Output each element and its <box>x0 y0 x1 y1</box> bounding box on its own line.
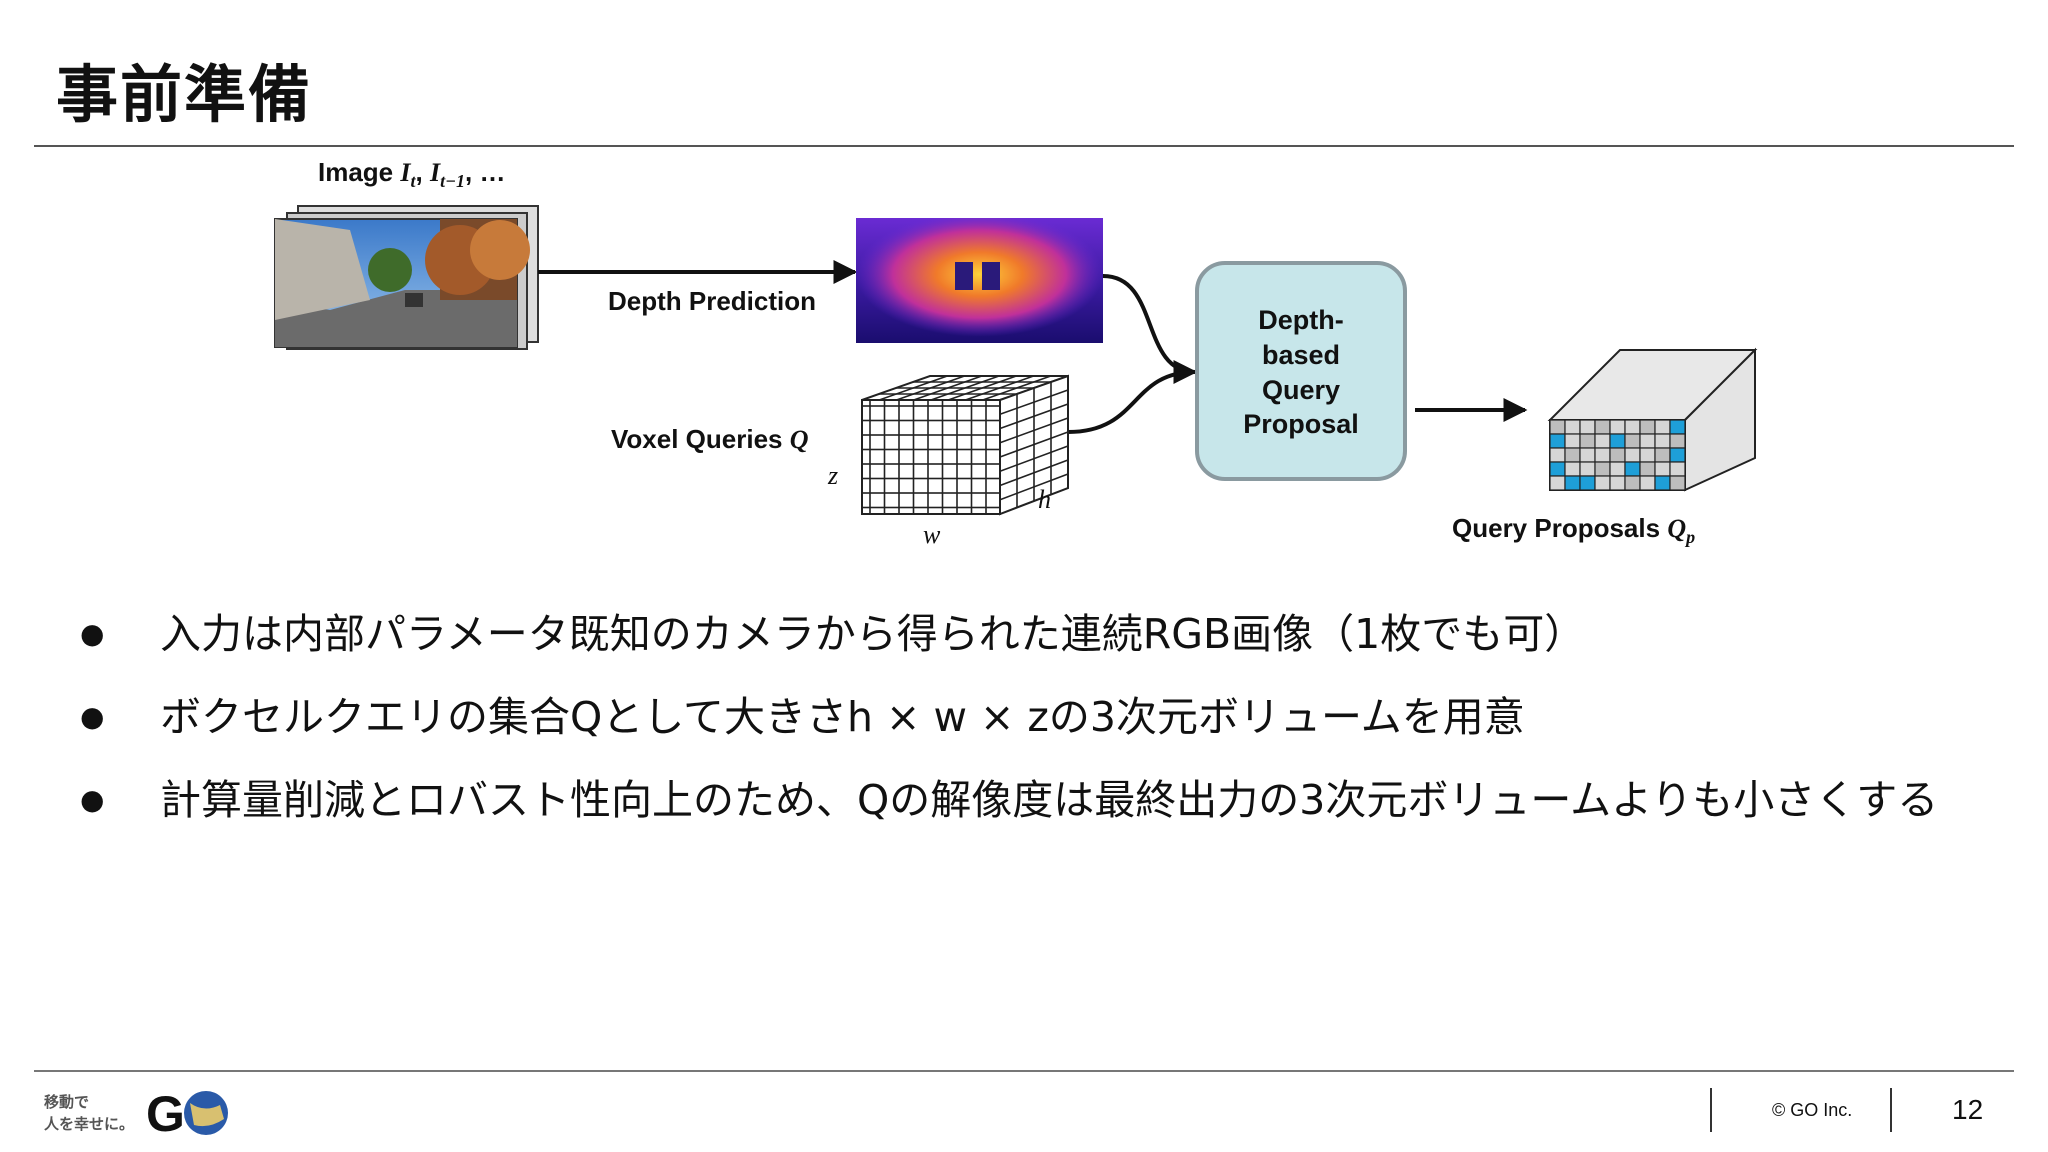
image-label: Image It, It−1, … <box>318 157 505 191</box>
logo-tagline-2: 人を幸せに。 <box>44 1115 134 1133</box>
proposal-voxel-cell <box>1594 461 1611 477</box>
proposal-voxel-cell <box>1564 475 1581 491</box>
query-proposals-label: Query Proposals Qp <box>1452 513 1695 547</box>
copyright: © GO Inc. <box>1772 1100 1853 1120</box>
proposal-voxel-cell <box>1609 461 1626 477</box>
arrow-depth-to-proposal <box>1102 274 1198 384</box>
proposal-voxel-cell <box>1624 447 1641 463</box>
bullet-item: ●ボクセルクエリの集合Qとして大きさh × w × zの3次元ボリュームを用意 <box>80 681 1938 764</box>
footer-divider <box>34 1070 2014 1072</box>
proposal-voxel-cell <box>1624 433 1641 449</box>
proposal-voxel-cell <box>1549 419 1566 435</box>
proposal-voxel-cell <box>1609 447 1626 463</box>
proposal-line-1: Depth- <box>1258 305 1343 335</box>
proposal-voxel-cell <box>1579 475 1596 491</box>
depth-map-image <box>856 218 1103 343</box>
proposal-voxel-cell <box>1594 475 1611 491</box>
proposal-voxel-cell <box>1654 433 1671 449</box>
proposal-voxel-cell <box>1594 433 1611 449</box>
proposal-voxel-cell <box>1624 461 1641 477</box>
voxel-queries-label: Voxel Queries Q <box>611 424 809 454</box>
proposal-voxel-cell <box>1654 461 1671 477</box>
proposal-voxel-cell <box>1669 447 1686 463</box>
footer-separator <box>1890 1088 1892 1132</box>
proposal-voxel-cell <box>1594 419 1611 435</box>
proposal-voxel-cell <box>1549 433 1566 449</box>
proposal-voxel-cell <box>1624 419 1641 435</box>
bullet-dot-icon: ● <box>80 700 105 733</box>
proposal-voxel-cell <box>1669 419 1686 435</box>
proposal-voxel-cell <box>1639 475 1656 491</box>
slide-title: 事前準備 <box>56 58 313 131</box>
proposal-voxel-cell <box>1639 433 1656 449</box>
proposal-voxel-cell <box>1564 447 1581 463</box>
bullet-item: ●入力は内部パラメータ既知のカメラから得られた連続RGB画像（1枚でも可） <box>80 598 1938 681</box>
dim-h-label: h <box>1038 485 1051 514</box>
query-proposals-cube <box>1547 347 1758 492</box>
title-divider <box>34 145 2014 147</box>
arrow-voxel-to-proposal <box>1067 370 1196 434</box>
page-number: 12 <box>1952 1094 1984 1125</box>
bullet-item: ●計算量削減とロバスト性向上のため、Qの解像度は最終出力の3次元ボリュームよりも… <box>80 764 1938 847</box>
depth-based-query-proposal-box <box>1195 261 1407 481</box>
proposal-voxel-cell <box>1639 447 1656 463</box>
proposal-voxel-cell <box>1549 461 1566 477</box>
proposal-voxel-cell <box>1549 447 1566 463</box>
proposal-voxel-cell <box>1669 433 1686 449</box>
logo-tagline-1: 移動で <box>44 1093 89 1111</box>
proposal-voxel-cell <box>1549 475 1566 491</box>
proposal-voxel-cell <box>1609 433 1626 449</box>
input-image-stack <box>274 205 539 350</box>
proposal-voxel-cell <box>1654 419 1671 435</box>
logo-wordmark: G <box>146 1086 185 1142</box>
pipeline-diagram: Image It, It−1, … Depth Prediction Voxel… <box>274 157 1758 549</box>
proposal-voxel-cell <box>1624 475 1641 491</box>
dim-z-label: z <box>827 461 838 490</box>
depth-prediction-label: Depth Prediction <box>608 286 816 316</box>
proposal-voxel-cell <box>1579 433 1596 449</box>
proposal-voxel-cell <box>1564 433 1581 449</box>
proposal-voxel-cell <box>1654 475 1671 491</box>
bullet-list: ●入力は内部パラメータ既知のカメラから得られた連続RGB画像（1枚でも可） ●ボ… <box>80 598 1938 847</box>
proposal-line-3: Query <box>1262 375 1340 405</box>
voxel-query-cube <box>861 374 1069 516</box>
proposal-voxel-cell <box>1609 419 1626 435</box>
proposal-voxel-cell <box>1594 447 1611 463</box>
proposal-line-4: Proposal <box>1243 409 1359 439</box>
bullet-dot-icon: ● <box>80 617 105 650</box>
proposal-voxel-cell <box>1654 447 1671 463</box>
dim-w-label: w <box>923 520 941 549</box>
proposal-voxel-cell <box>1639 461 1656 477</box>
proposal-voxel-cell <box>1564 461 1581 477</box>
proposal-voxel-cell <box>1669 461 1686 477</box>
footer-separator <box>1710 1088 1712 1132</box>
proposal-voxel-cell <box>1639 419 1656 435</box>
company-logo: 移動で 人を幸せに。 G <box>44 1086 228 1142</box>
bullet-dot-icon: ● <box>80 783 105 816</box>
proposal-voxel-cell <box>1669 475 1686 491</box>
proposal-voxel-cell <box>1579 419 1596 435</box>
proposal-voxel-cell <box>1609 475 1626 491</box>
proposal-voxel-cell <box>1579 461 1596 477</box>
proposal-line-2: based <box>1262 340 1340 370</box>
proposal-voxel-cell <box>1579 447 1596 463</box>
proposal-voxel-cell <box>1564 419 1581 435</box>
